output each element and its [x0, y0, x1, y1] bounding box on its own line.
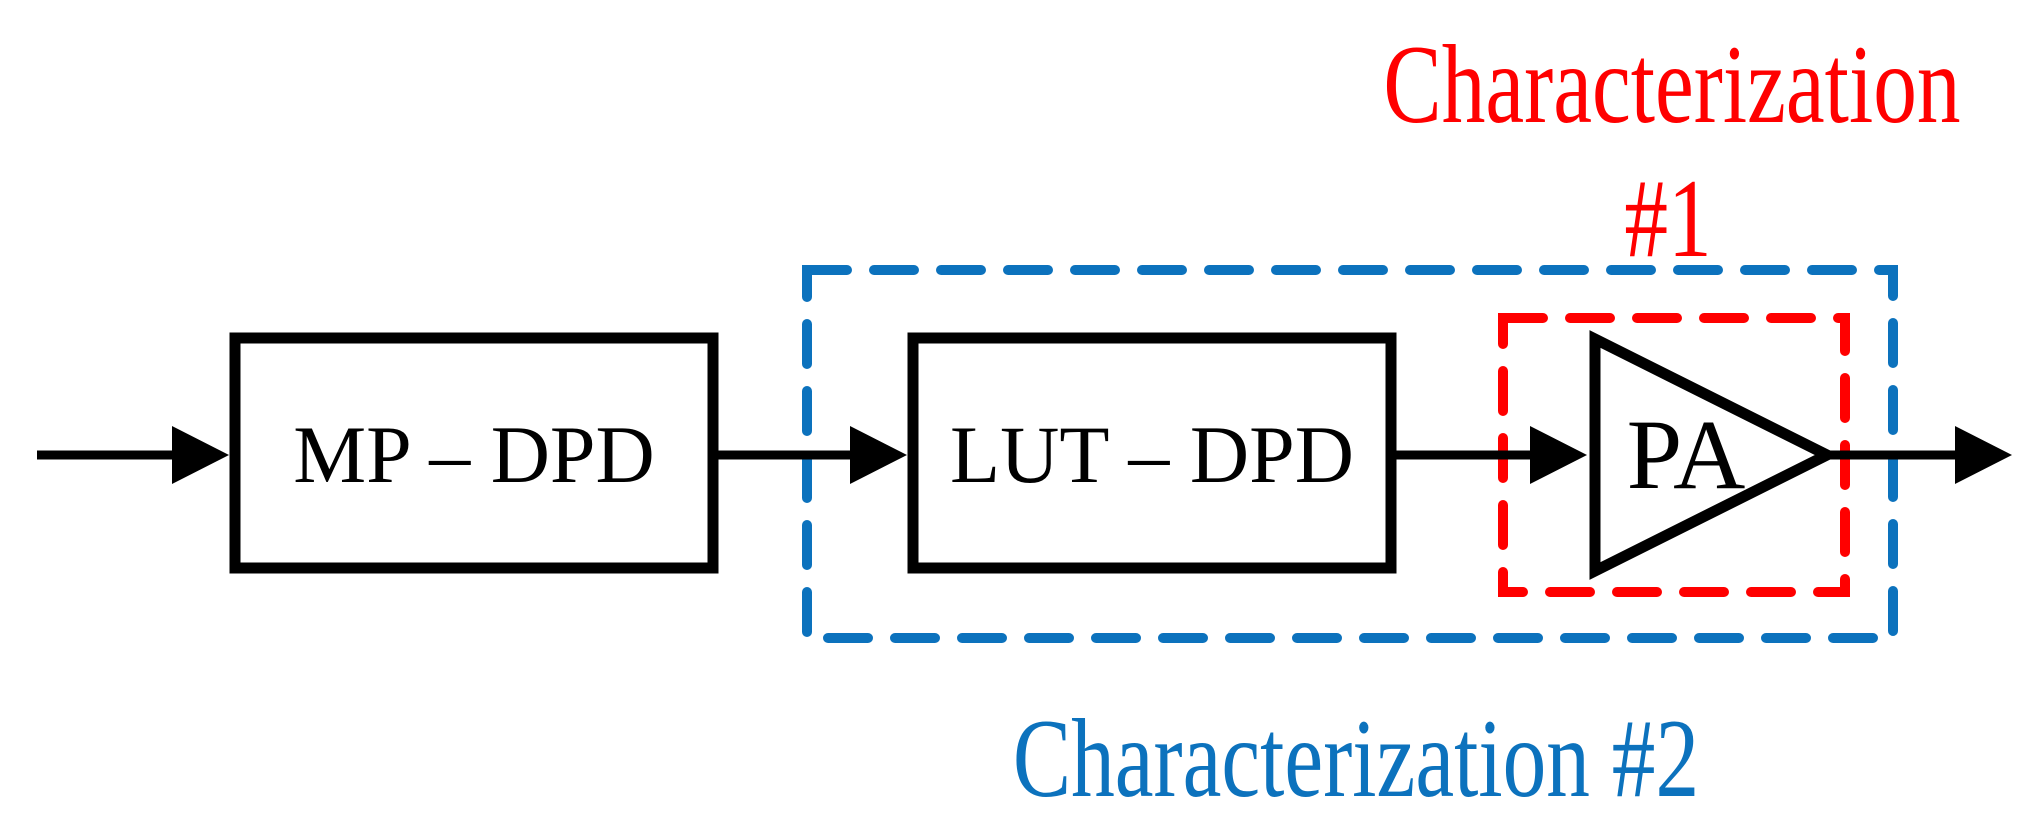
mp-to-lut-arrowhead-icon [850, 426, 907, 484]
arrow-lut-to-pa [1391, 426, 1587, 484]
input-arrow [37, 426, 229, 484]
output-arrow [1827, 426, 2012, 484]
characterization-2-title: Characterization #2 [1013, 697, 1699, 813]
mp-dpd-block [229, 332, 719, 574]
output-arrowhead-icon [1955, 426, 2012, 484]
input-arrowhead-icon [172, 426, 229, 484]
characterization-1-title-line1: Characterization [1383, 23, 1960, 147]
pa-label: PA [1627, 399, 1746, 510]
characterization-1-title-line2: #1 [1624, 157, 1711, 281]
pa-amplifier-triangle [1589, 330, 1840, 580]
lut-to-pa-arrowhead-icon [1530, 426, 1587, 484]
mp-dpd-label: MP – DPD [293, 409, 655, 500]
lut-dpd-label: LUT – DPD [950, 409, 1354, 500]
arrow-mp-to-lut [713, 426, 907, 484]
